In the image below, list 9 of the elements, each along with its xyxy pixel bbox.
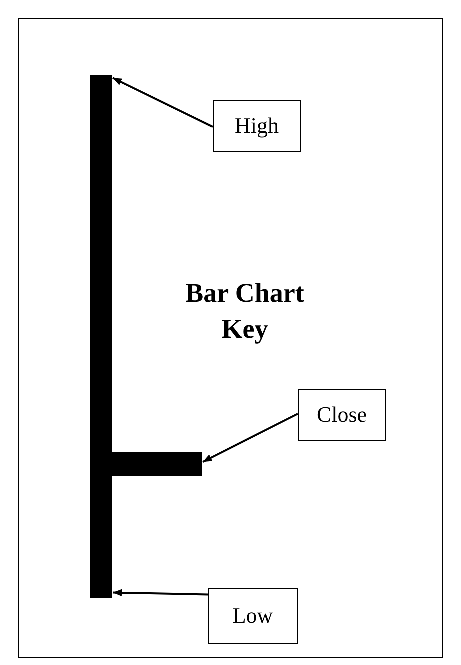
label-box: Close	[298, 389, 386, 441]
price-bar	[90, 75, 112, 598]
leader-line	[112, 589, 208, 597]
label-box: High	[213, 100, 301, 152]
label-box: Low	[208, 588, 298, 644]
close-tick	[112, 452, 202, 476]
chart-title: Bar Chart Key	[184, 277, 306, 346]
leader-line	[202, 413, 298, 463]
leader-line	[112, 77, 214, 128]
